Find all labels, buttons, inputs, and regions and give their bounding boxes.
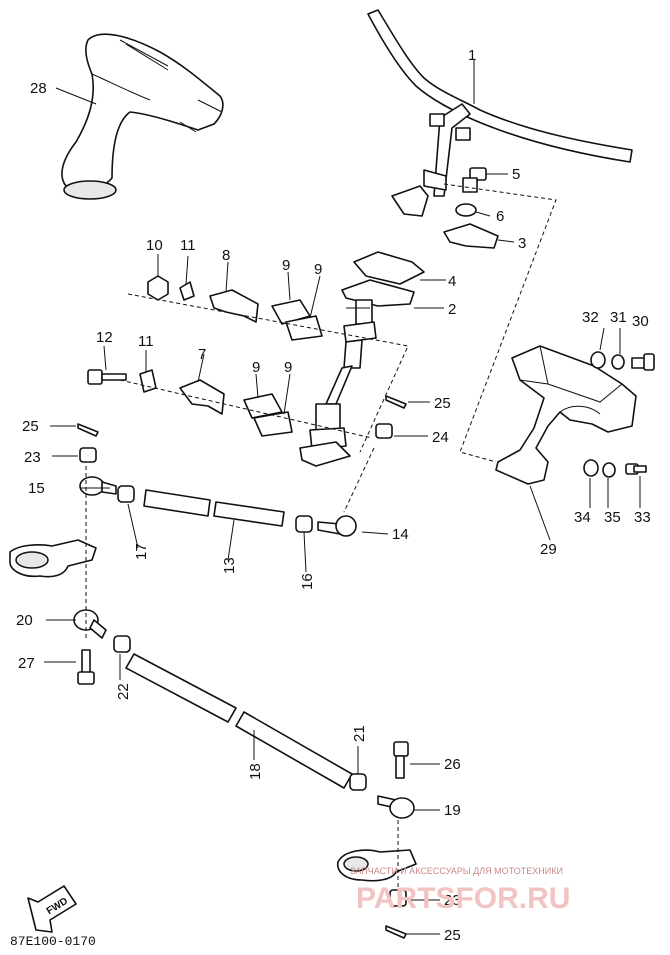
part-joint-20	[73, 609, 107, 639]
part-cotter-pin-25b	[385, 395, 407, 409]
watermark-logo: PARTSFOR.RU	[356, 882, 570, 915]
callout-25c: 25	[444, 927, 461, 944]
part-bolt-30	[631, 353, 655, 371]
callout-9a: 9	[282, 257, 290, 274]
callout-11a: 11	[180, 237, 196, 254]
part-washer-34	[583, 459, 599, 477]
part-washer-11b	[139, 369, 157, 393]
callout-27: 27	[18, 655, 35, 672]
callout-2: 2	[448, 301, 456, 318]
part-handlebar	[367, 9, 633, 217]
fwd-arrow: FWD	[27, 885, 77, 933]
part-rubber-9b	[285, 315, 323, 341]
part-clamp-7	[179, 379, 225, 415]
part-nut-21	[349, 773, 367, 791]
callout-26: 26	[444, 756, 461, 773]
part-nut-24	[375, 423, 393, 439]
part-ball-joint-15	[79, 476, 117, 496]
callout-12: 12	[96, 329, 113, 346]
part-rod-13	[143, 489, 285, 527]
callout-23b: 23	[444, 892, 461, 909]
callout-32: 32	[582, 309, 599, 326]
assembly-guide-lines	[85, 183, 557, 900]
callout-24: 24	[432, 429, 449, 446]
callout-7: 7	[198, 346, 206, 363]
part-joint-19	[377, 795, 415, 819]
callout-35: 35	[604, 509, 621, 526]
diagram-code: 87E100-0170	[10, 934, 96, 949]
callout-21: 21	[351, 725, 368, 742]
part-bolt-12	[87, 369, 127, 385]
part-steering-arm-right	[337, 849, 417, 882]
callout-18: 18	[247, 763, 264, 780]
part-nut-10	[147, 275, 169, 301]
callout-25a: 25	[22, 418, 39, 435]
callout-5: 5	[512, 166, 520, 183]
part-column-assembly	[299, 251, 425, 467]
part-rubber-9d	[253, 411, 293, 437]
callout-9b: 9	[314, 261, 322, 278]
part-rubber-9c	[243, 393, 283, 419]
callout-34: 34	[574, 509, 591, 526]
part-washer-32	[590, 351, 606, 369]
callout-30: 30	[632, 313, 649, 330]
callout-labels: 1 2 3 4 5 6 7 8 9 9 9 9 10 11 11 12 13 1…	[16, 47, 651, 944]
callout-9c: 9	[252, 359, 260, 376]
part-clamp-8	[209, 289, 259, 323]
callout-10: 10	[146, 237, 163, 254]
callout-15: 15	[28, 480, 45, 497]
part-washer-31	[611, 354, 625, 370]
callout-28: 28	[30, 80, 47, 97]
callout-9d: 9	[284, 359, 292, 376]
part-cotter-pin-25a	[77, 423, 99, 437]
callout-20: 20	[16, 612, 33, 629]
part-nut-17	[117, 485, 135, 503]
callout-33: 33	[634, 509, 651, 526]
callout-4: 4	[448, 273, 456, 290]
part-nut-22	[113, 635, 131, 653]
callout-29: 29	[540, 541, 557, 558]
part-steering-arm-left	[9, 539, 97, 578]
part-bracket-29	[495, 345, 637, 485]
watermark-text: ЗАПЧАСТИ И АКСЕССУАРЫ ДЛЯ МОТОТЕХНИКИ	[350, 866, 563, 876]
callout-13: 13	[221, 557, 238, 574]
part-bolt-5	[462, 167, 508, 193]
callout-22: 22	[115, 683, 132, 700]
callout-3: 3	[518, 235, 526, 252]
watermark: ЗАПЧАСТИ И АКСЕССУАРЫ ДЛЯ МОТОТЕХНИКИ PA…	[350, 866, 570, 915]
callout-14: 14	[392, 526, 409, 543]
part-nut-23a	[79, 447, 97, 463]
part-cotter-pin-25c	[385, 925, 407, 939]
part-bolt-27	[77, 649, 95, 685]
part-nut-6	[455, 203, 491, 217]
part-washer-11a	[179, 281, 195, 301]
part-holder-3	[443, 223, 515, 249]
callout-6: 6	[496, 208, 504, 225]
callout-23a: 23	[24, 449, 41, 466]
callout-8: 8	[222, 247, 230, 264]
part-washer-35	[602, 462, 616, 478]
callout-19: 19	[444, 802, 461, 819]
part-nut-16	[295, 515, 313, 533]
part-bolt-26	[393, 741, 409, 779]
callout-16: 16	[299, 573, 316, 590]
part-bolt-33	[625, 463, 647, 475]
callout-17: 17	[133, 543, 150, 560]
part-rod-18	[125, 653, 353, 789]
part-handlebar-cover	[61, 33, 224, 200]
callout-11b: 11	[138, 333, 154, 350]
callout-25b: 25	[434, 395, 451, 412]
callout-1: 1	[468, 47, 476, 64]
leader-lines	[44, 87, 641, 935]
part-ball-joint-14	[317, 515, 357, 537]
callout-31: 31	[610, 309, 627, 326]
